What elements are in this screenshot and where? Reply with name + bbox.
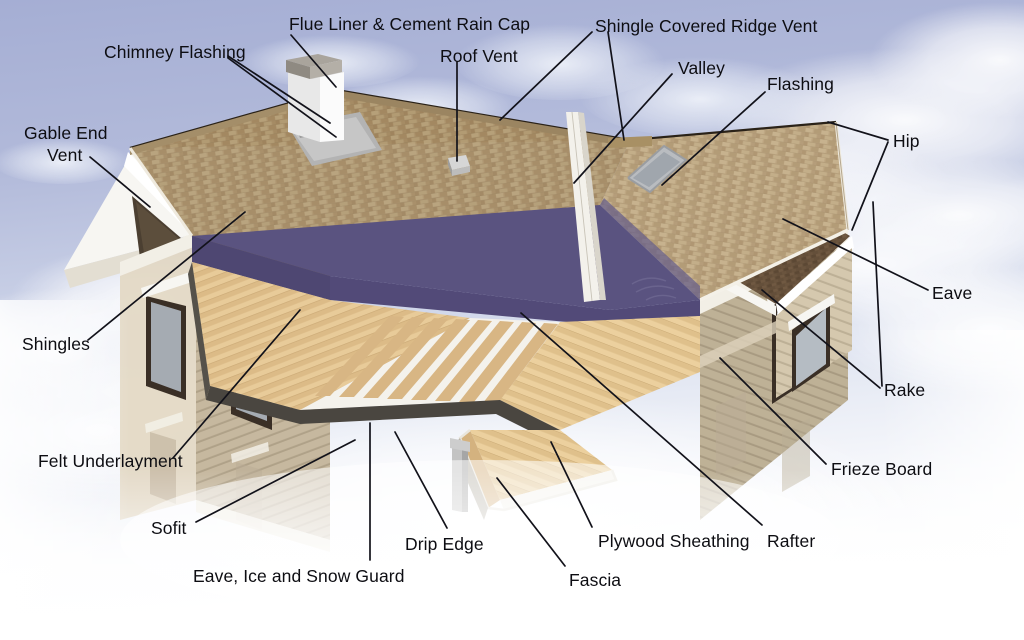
label-drip-edge: Drip Edge	[405, 534, 484, 554]
leader-line-flashing	[661, 91, 766, 186]
label-shingles: Shingles	[22, 334, 90, 354]
label-roof-vent: Roof Vent	[440, 46, 518, 66]
leader-line-plywood-sheathing	[550, 441, 593, 528]
leader-line-chimney-flashing-a	[227, 55, 331, 124]
leader-line-fascia	[496, 477, 566, 567]
label-gable-end-vent-1: Gable End	[24, 123, 108, 143]
label-fascia: Fascia	[569, 570, 622, 590]
label-plywood-sheathing: Plywood Sheathing	[598, 531, 750, 551]
leader-line-layer	[87, 31, 929, 567]
leader-line-valley	[573, 73, 673, 184]
label-rake: Rake	[884, 380, 926, 400]
leader-line-frieze-board	[719, 357, 827, 465]
leader-line-ridge-vent-a	[499, 31, 593, 121]
label-flashing: Flashing	[767, 74, 834, 94]
leader-line-ridge-vent-b	[607, 31, 625, 141]
label-sofit: Sofit	[151, 518, 187, 538]
label-frieze-board: Frieze Board	[831, 459, 933, 479]
leader-line-sofit	[195, 439, 356, 523]
valley-strip	[566, 111, 606, 302]
skylight	[627, 144, 688, 194]
leader-line-drip-edge	[394, 431, 448, 529]
leader-line-rake-b	[761, 289, 881, 389]
label-ridge-vent: Shingle Covered Ridge Vent	[595, 16, 818, 36]
label-rafter: Rafter	[767, 531, 816, 551]
label-eave-ice-snow-guard: Eave, Ice and Snow Guard	[193, 566, 405, 586]
roof-vent	[448, 155, 470, 176]
leader-line-gable-end-vent	[89, 156, 151, 208]
leader-line-shingles	[87, 211, 246, 341]
leader-line-felt-underlayment	[172, 309, 301, 459]
leader-line-rake	[872, 201, 883, 387]
felt-underlayment-band	[192, 198, 700, 326]
label-chimney-flashing: Chimney Flashing	[104, 42, 246, 62]
leader-line-chimney-flashing-b	[227, 57, 337, 138]
leader-line-eave	[782, 218, 929, 291]
chimney-with-flue-liner	[286, 54, 382, 166]
plywood-sheathing-deck	[188, 262, 700, 444]
leader-line-rafter	[520, 312, 763, 526]
label-felt-underlayment: Felt Underlayment	[38, 451, 183, 471]
leader-line-hip-a	[827, 121, 889, 141]
exposed-rafters	[300, 316, 560, 410]
label-eave: Eave	[932, 283, 973, 303]
label-valley: Valley	[678, 58, 725, 78]
label-gable-end-vent-2: Vent	[47, 145, 83, 165]
shingle-covered-ridge-vent	[608, 136, 652, 148]
label-flue-liner: Flue Liner & Cement Rain Cap	[289, 14, 531, 34]
label-hip: Hip	[893, 131, 920, 151]
leader-line-flue-liner	[290, 34, 337, 88]
leader-line-hip-b	[851, 141, 889, 231]
